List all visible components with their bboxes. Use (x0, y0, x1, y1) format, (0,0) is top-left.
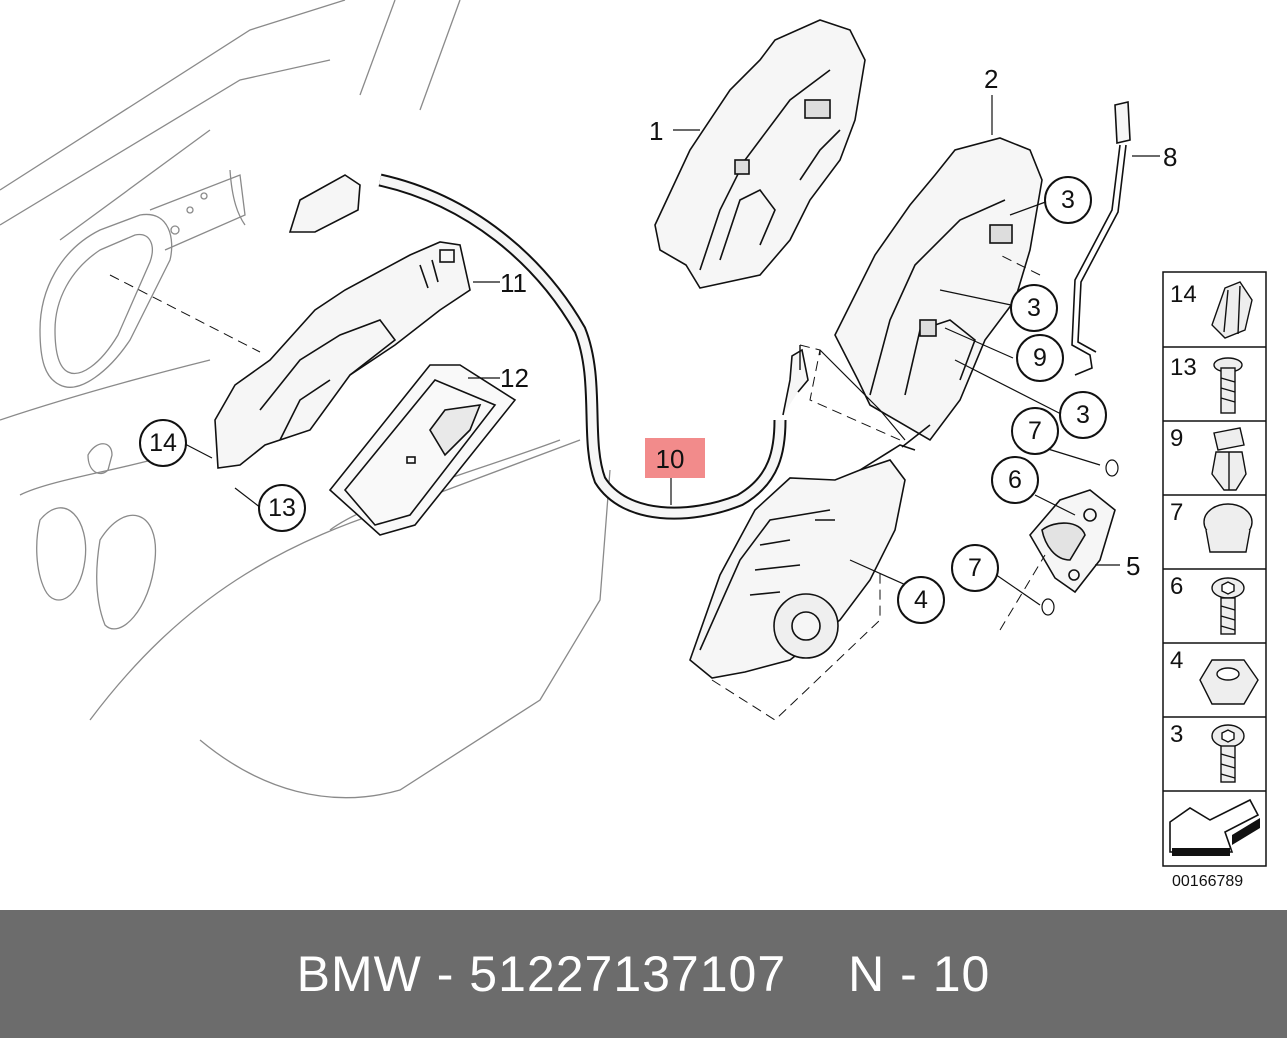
plastic-clip-icon (1211, 281, 1253, 339)
striker-plate (1029, 489, 1116, 594)
callout-8: 8 (1163, 142, 1177, 172)
legend-item-14: 14 (1170, 281, 1253, 339)
screw-icon (1213, 357, 1243, 414)
callout-12: 12 (500, 363, 529, 393)
svg-text:9: 9 (1170, 425, 1183, 452)
bubble-14: 14 (139, 419, 187, 467)
small-parts-legend: 14 13 9 (1162, 271, 1267, 867)
diagram-position: N - 10 (848, 946, 991, 1002)
svg-text:7: 7 (968, 554, 982, 582)
highlighted-part-10: 10 (645, 438, 705, 478)
svg-text:6: 6 (1008, 466, 1022, 494)
bowden-cable (288, 173, 809, 520)
lock-rod (1071, 101, 1131, 376)
bubble-3c: 3 (1059, 391, 1107, 439)
bubble-13: 13 (258, 484, 306, 532)
bubble-3b: 3 (1010, 284, 1058, 332)
bubble-3a: 3 (1044, 176, 1092, 224)
grommet-rings (1041, 459, 1119, 616)
svg-text:3: 3 (1061, 186, 1075, 214)
callout-5: 5 (1126, 551, 1140, 581)
handle-trim (328, 364, 517, 536)
legend-item-4: 4 (1170, 647, 1259, 705)
bubbles: 3 3 9 3 7 6 7 4 14 13 (139, 176, 1107, 624)
svg-text:3: 3 (1170, 721, 1183, 748)
grommet-icon (1203, 503, 1253, 553)
bubble-4: 4 (897, 576, 945, 624)
svg-text:14: 14 (1170, 281, 1197, 308)
parts-diagram: 1 2 8 11 12 5 3 3 9 3 7 6 7 4 14 13 10 (0, 0, 1267, 890)
drawing-reference-number: 00166789 (1172, 873, 1243, 890)
svg-text:9: 9 (1033, 344, 1047, 372)
legend-item-7: 7 (1170, 499, 1253, 553)
part-caption-bar: BMW - 51227137107 N - 10 (0, 910, 1287, 1038)
legend-item-9: 9 (1170, 425, 1247, 491)
door-lock-left (654, 19, 866, 289)
lock-actuator (689, 424, 931, 679)
bubble-7a: 7 (1011, 407, 1059, 455)
svg-text:13: 13 (1170, 354, 1197, 381)
callout-1: 1 (649, 116, 663, 146)
legend-item-6: 6 (1170, 573, 1245, 635)
callout-11: 11 (500, 268, 527, 298)
door-lock-right (834, 137, 1043, 442)
svg-text:3: 3 (1027, 294, 1041, 322)
torx-screw-icon (1211, 724, 1245, 783)
legend-item-3: 3 (1170, 721, 1245, 783)
bubble-6: 6 (991, 456, 1039, 504)
bubble-7b: 7 (951, 544, 999, 592)
highlighted-part-label: 10 (656, 444, 685, 474)
svg-text:7: 7 (1028, 417, 1042, 445)
callouts: 1 2 8 11 12 5 (500, 64, 1177, 581)
svg-text:4: 4 (914, 586, 928, 614)
torx-screw-icon (1211, 577, 1245, 635)
svg-text:4: 4 (1170, 647, 1183, 674)
expanding-rivet-icon (1211, 427, 1247, 491)
svg-text:6: 6 (1170, 573, 1183, 600)
svg-text:7: 7 (1170, 499, 1183, 526)
callout-2: 2 (984, 64, 998, 94)
svg-text:13: 13 (268, 494, 296, 522)
direction-arrow-icon (1169, 798, 1260, 856)
legend-item-13: 13 (1170, 354, 1243, 414)
bubble-9: 9 (1016, 334, 1064, 382)
brand-part-number: BMW - 51227137107 (296, 946, 787, 1002)
hex-nut-icon (1199, 659, 1259, 705)
dashed-guides (109, 254, 1046, 721)
handle-carrier (214, 241, 471, 469)
svg-text:14: 14 (149, 429, 177, 457)
svg-text:3: 3 (1076, 401, 1090, 429)
